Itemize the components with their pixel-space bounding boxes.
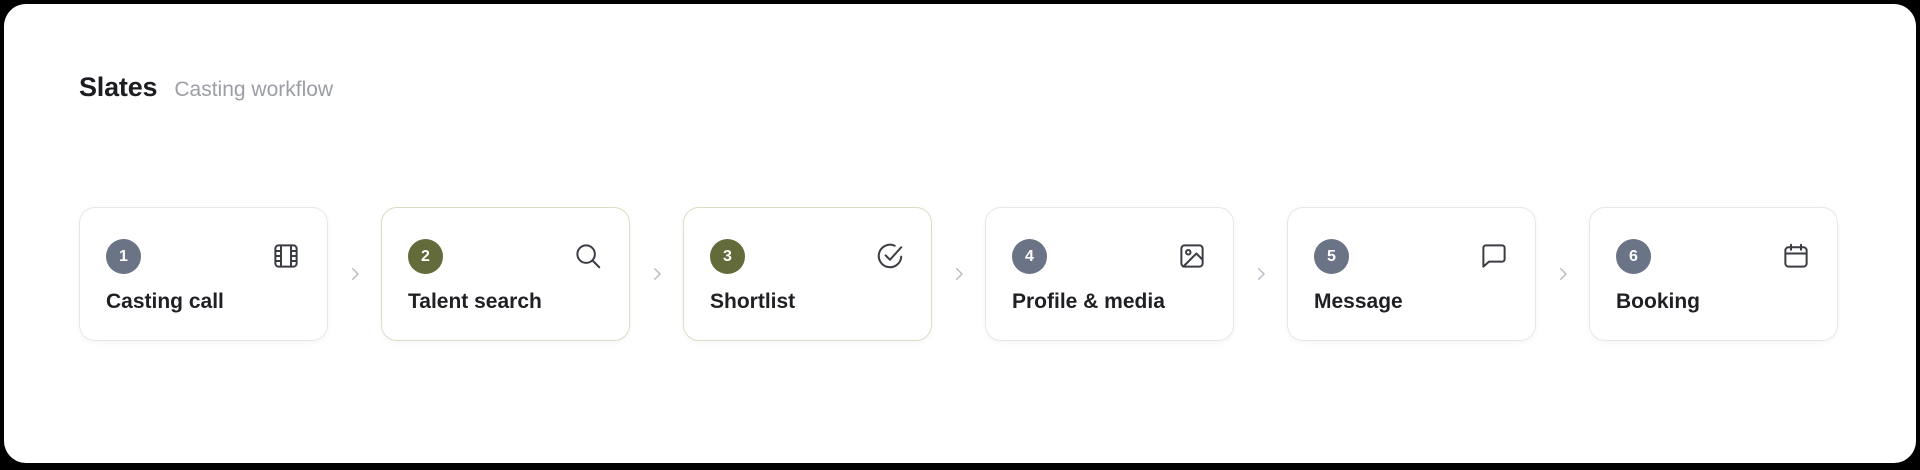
message-icon	[1479, 241, 1509, 271]
step-label: Shortlist	[710, 290, 796, 313]
chevron-right-icon	[653, 268, 661, 280]
step-number-badge: 5	[1314, 239, 1349, 274]
step-separator	[932, 207, 985, 341]
image-icon	[1177, 241, 1207, 271]
chevron-right-icon	[955, 268, 963, 280]
calendar-icon	[1781, 241, 1811, 271]
step-label: Profile & media	[1012, 290, 1165, 313]
chevron-right-icon	[1257, 268, 1265, 280]
workflow-steps: 1 Casting call	[79, 207, 1838, 341]
step-number-badge: 3	[710, 239, 745, 274]
step-separator	[1234, 207, 1287, 341]
step-card-shortlist[interactable]: 3 Shortlist	[683, 207, 932, 341]
step-number-badge: 2	[408, 239, 443, 274]
workflow-panel: Slates Casting workflow 1 Casting call	[4, 4, 1916, 463]
search-icon	[573, 241, 603, 271]
step-label: Talent search	[408, 290, 542, 313]
step-card-booking[interactable]: 6 Booking	[1589, 207, 1838, 341]
film-icon	[271, 241, 301, 271]
step-number-badge: 6	[1616, 239, 1651, 274]
step-label: Casting call	[106, 290, 224, 313]
step-number-badge: 4	[1012, 239, 1047, 274]
step-label: Message	[1314, 290, 1403, 313]
step-card-profile-media[interactable]: 4 Profile & media	[985, 207, 1234, 341]
step-separator	[1536, 207, 1589, 341]
step-label: Booking	[1616, 290, 1700, 313]
page-subtitle: Casting workflow	[174, 78, 334, 101]
step-separator	[328, 207, 381, 341]
step-card-casting-call[interactable]: 1 Casting call	[79, 207, 328, 341]
step-card-talent-search[interactable]: 2 Talent search	[381, 207, 630, 341]
step-number-badge: 1	[106, 239, 141, 274]
step-separator	[630, 207, 683, 341]
chevron-right-icon	[1559, 268, 1567, 280]
chevron-right-icon	[351, 268, 359, 280]
page-title: Slates	[79, 72, 158, 102]
step-card-message[interactable]: 5 Message	[1287, 207, 1536, 341]
panel-header: Slates Casting workflow	[79, 72, 333, 103]
check-circle-icon	[875, 241, 905, 271]
